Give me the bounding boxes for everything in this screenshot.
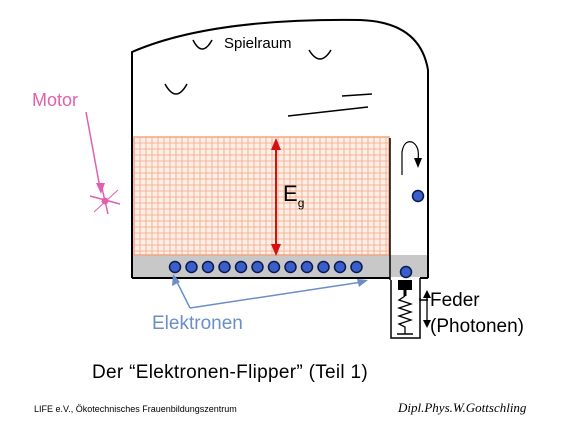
bumper-arc xyxy=(308,49,332,60)
electron xyxy=(185,260,198,274)
spring-arrowhead-top xyxy=(423,290,431,298)
electron xyxy=(317,260,330,274)
motor-label: Motor xyxy=(32,90,79,110)
feder-label-line2: (Photonen) xyxy=(430,316,525,337)
electron xyxy=(201,260,215,274)
electron-ball-upper xyxy=(411,189,425,203)
flipper-line xyxy=(287,106,369,117)
energy-gap-arrowhead-bottom xyxy=(271,244,281,256)
plunger-cap xyxy=(398,280,412,290)
slide-title: Der “Elektronen-Flipper” (Teil 1) xyxy=(92,362,368,383)
electron xyxy=(251,260,264,274)
flipper-line xyxy=(341,93,373,97)
electron xyxy=(333,260,347,274)
grid-background xyxy=(133,136,390,256)
elektronen-pointer-right-head xyxy=(357,279,368,287)
motor-pointer-arrowhead xyxy=(96,183,105,194)
energy-gap-symbol: E xyxy=(283,181,298,206)
electron-ball-launcher xyxy=(399,265,413,279)
electron xyxy=(267,260,281,274)
motor-icon xyxy=(89,187,121,215)
elektronen-label: Elektronen xyxy=(152,313,243,334)
spring-housing xyxy=(390,280,421,339)
electron xyxy=(284,260,297,274)
elektronen-pointer-left xyxy=(175,279,191,309)
return-hook-arrow xyxy=(401,141,419,175)
electron xyxy=(234,260,248,274)
elektronen-pointer-left-head xyxy=(172,274,180,286)
bumper-arc xyxy=(164,83,188,95)
feder-label: Feder (Photonen) xyxy=(430,288,524,340)
feder-label-line1: Feder xyxy=(430,290,480,311)
machine-outline xyxy=(131,18,429,278)
bumper-arc xyxy=(192,39,213,50)
electron xyxy=(300,260,314,274)
electron-band-right xyxy=(389,255,427,277)
spring-arrowhead-bottom xyxy=(423,320,431,328)
spring-coil xyxy=(396,295,414,334)
return-hook-arrowhead xyxy=(414,158,422,168)
spielraum-label: Spielraum xyxy=(224,35,292,52)
footer-author: Dipl.Phys.W.Gottschling xyxy=(398,400,527,415)
footer-organization: LIFE e.V., Ökotechnisches Frauenbildungs… xyxy=(34,404,237,414)
electron xyxy=(350,260,363,274)
electron xyxy=(218,260,231,274)
energy-gap-arrowhead-top xyxy=(271,138,281,150)
electron-row xyxy=(168,260,363,274)
energy-gap-label: Eg xyxy=(283,181,305,210)
energy-gap-subscript: g xyxy=(297,196,305,210)
motor-pointer-arrow xyxy=(85,111,101,189)
electron xyxy=(168,260,182,274)
energy-gap-grid xyxy=(133,136,390,256)
elektronen-pointer-right xyxy=(189,281,363,309)
